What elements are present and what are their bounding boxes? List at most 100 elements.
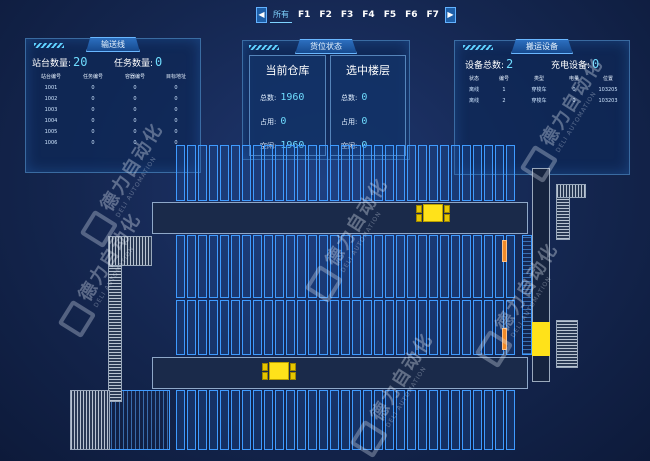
tab-f5[interactable]: F5 xyxy=(383,10,397,20)
tab-f6[interactable]: F6 xyxy=(405,10,418,20)
storage-cell[interactable] xyxy=(484,145,493,201)
storage-cell[interactable] xyxy=(506,300,515,355)
chevron-right-icon[interactable]: ▶ xyxy=(444,7,456,23)
storage-cell[interactable] xyxy=(297,390,306,450)
rack-row-bottom[interactable] xyxy=(176,390,518,450)
storage-cell[interactable] xyxy=(264,235,273,298)
storage-cell[interactable] xyxy=(473,235,482,298)
storage-cell[interactable] xyxy=(429,300,438,355)
shuttle-car[interactable] xyxy=(262,360,296,382)
storage-cell[interactable] xyxy=(418,300,427,355)
storage-cell[interactable] xyxy=(374,235,383,298)
storage-cell[interactable] xyxy=(451,300,460,355)
tab-f4[interactable]: F4 xyxy=(362,10,375,20)
storage-cell[interactable] xyxy=(275,145,284,201)
storage-cell[interactable] xyxy=(506,235,515,298)
storage-cell[interactable] xyxy=(506,145,515,201)
storage-cell[interactable] xyxy=(495,145,504,201)
tab-f3[interactable]: F3 xyxy=(340,10,354,20)
storage-cell[interactable] xyxy=(308,235,317,298)
storage-cell[interactable] xyxy=(187,145,196,201)
storage-cell[interactable] xyxy=(363,300,372,355)
conveyor-left-bottom[interactable] xyxy=(70,390,110,450)
storage-cell[interactable] xyxy=(297,235,306,298)
storage-cell[interactable] xyxy=(506,390,515,450)
storage-cell[interactable] xyxy=(275,300,284,355)
table-row[interactable]: 1003 0 0 0 xyxy=(30,104,196,115)
storage-cell[interactable] xyxy=(220,235,229,298)
storage-cell[interactable] xyxy=(286,235,295,298)
storage-cell[interactable] xyxy=(231,145,240,201)
storage-cell[interactable] xyxy=(242,390,251,450)
storage-cell[interactable] xyxy=(407,235,416,298)
storage-cell[interactable] xyxy=(495,235,504,298)
storage-cell[interactable] xyxy=(385,390,394,450)
storage-cell[interactable] xyxy=(319,390,328,450)
storage-cell[interactable] xyxy=(187,390,196,450)
storage-cell[interactable] xyxy=(209,300,218,355)
storage-cell[interactable] xyxy=(275,390,284,450)
storage-cell[interactable] xyxy=(495,300,504,355)
storage-cell[interactable] xyxy=(330,145,339,201)
rack-row-upper-mid[interactable] xyxy=(176,235,518,298)
storage-cell[interactable] xyxy=(297,300,306,355)
storage-cell[interactable] xyxy=(253,145,262,201)
storage-cell[interactable] xyxy=(253,235,262,298)
storage-cell[interactable] xyxy=(440,145,449,201)
storage-cell[interactable] xyxy=(451,145,460,201)
storage-cell[interactable] xyxy=(286,300,295,355)
rack-row-lower-mid[interactable] xyxy=(176,300,518,355)
storage-cell[interactable] xyxy=(473,390,482,450)
storage-cell[interactable] xyxy=(473,300,482,355)
storage-cell[interactable] xyxy=(308,300,317,355)
lift-car[interactable] xyxy=(532,322,550,356)
tab-f2[interactable]: F2 xyxy=(319,10,332,20)
storage-cell[interactable] xyxy=(352,235,361,298)
storage-cell[interactable] xyxy=(396,300,405,355)
storage-cell[interactable] xyxy=(264,390,273,450)
storage-cell[interactable] xyxy=(385,300,394,355)
storage-cell[interactable] xyxy=(264,300,273,355)
storage-cell[interactable] xyxy=(451,390,460,450)
storage-cell[interactable] xyxy=(462,145,471,201)
storage-cell[interactable] xyxy=(341,235,350,298)
storage-cell[interactable] xyxy=(473,145,482,201)
storage-cell[interactable] xyxy=(308,390,317,450)
storage-cell[interactable] xyxy=(253,390,262,450)
tab-all[interactable]: 所有 xyxy=(270,7,292,23)
storage-cell[interactable] xyxy=(484,390,493,450)
conveyor-right-bottom[interactable] xyxy=(556,320,578,368)
storage-cell[interactable] xyxy=(363,235,372,298)
storage-cell[interactable] xyxy=(374,390,383,450)
storage-cell[interactable] xyxy=(462,390,471,450)
storage-cell[interactable] xyxy=(418,145,427,201)
storage-cell[interactable] xyxy=(220,145,229,201)
storage-cell[interactable] xyxy=(484,300,493,355)
storage-cell[interactable] xyxy=(264,145,273,201)
storage-cell[interactable] xyxy=(176,300,185,355)
table-row[interactable]: 离线 1 穿梭车 0 103205 xyxy=(459,84,627,95)
storage-cell[interactable] xyxy=(418,235,427,298)
storage-cell[interactable] xyxy=(396,390,405,450)
storage-cell[interactable] xyxy=(462,235,471,298)
storage-cell[interactable] xyxy=(231,235,240,298)
storage-cell[interactable] xyxy=(396,235,405,298)
storage-cell[interactable] xyxy=(209,390,218,450)
buffer-rack-right[interactable] xyxy=(522,235,532,355)
storage-cell[interactable] xyxy=(319,300,328,355)
storage-cell[interactable] xyxy=(176,235,185,298)
storage-cell[interactable] xyxy=(231,300,240,355)
current-warehouse-box[interactable]: 当前仓库 总数: 1960 占用: 0 空闲: 1960 xyxy=(249,55,326,156)
storage-cell[interactable] xyxy=(242,145,251,201)
storage-cell[interactable] xyxy=(176,145,185,201)
storage-cell[interactable] xyxy=(407,145,416,201)
storage-cell[interactable] xyxy=(440,390,449,450)
storage-cell[interactable] xyxy=(495,390,504,450)
storage-cell[interactable] xyxy=(198,235,207,298)
lift-position-marker[interactable] xyxy=(502,328,507,350)
tab-f7[interactable]: F7 xyxy=(426,10,439,20)
lift-position-marker[interactable] xyxy=(502,240,507,262)
selected-floor-box[interactable]: 选中楼层 总数: 0 占用: 0 空闲: 0 xyxy=(330,55,406,156)
storage-cell[interactable] xyxy=(198,300,207,355)
storage-cell[interactable] xyxy=(440,235,449,298)
